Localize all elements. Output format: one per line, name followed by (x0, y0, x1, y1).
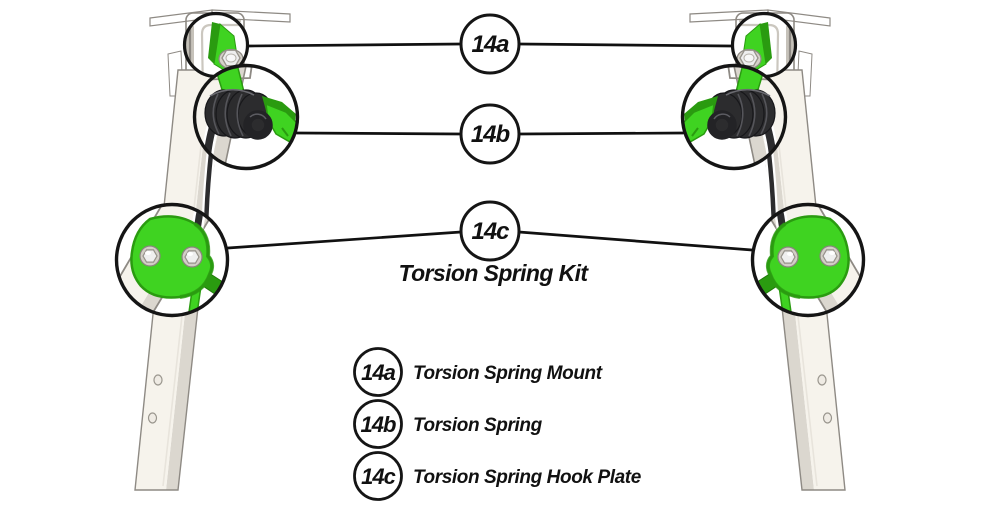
callout-badge-14c: 14c (459, 200, 521, 262)
callout-badge-14c-label: 14c (471, 218, 509, 245)
legend-row-14a: 14a Torsion Spring Mount (353, 347, 603, 397)
plate-bolt (139, 245, 161, 267)
leader-line-14a-right (517, 42, 733, 48)
legend-badge-14b (353, 399, 403, 449)
legend-name-14c: Torsion Spring Hook Plate (413, 467, 642, 488)
leg-hole (147, 412, 158, 424)
leader-line-14a-left (247, 42, 463, 48)
leg-hole (153, 374, 163, 386)
callout-badge-14a-label: 14a (471, 31, 509, 58)
legend-badge-14c (353, 451, 403, 501)
torsion-spring-art (194, 65, 298, 169)
legend-badge-14c-label: 14c (361, 464, 395, 489)
legend-row-14c: 14c Torsion Spring Hook Plate (353, 451, 642, 501)
magnifier-callout-hook-plate (114, 202, 230, 318)
legend-badge-14a-label: 14a (361, 360, 395, 385)
leader-line-14c-right (517, 230, 754, 252)
callout-badge-14a: 14a (459, 13, 521, 75)
legend-badge-14b-label: 14b (361, 412, 396, 437)
leader-line-14c-left (226, 230, 463, 250)
legend-badge-14a (353, 347, 403, 397)
leader-line-14b-right (517, 131, 685, 136)
magnifier-callout-spring (192, 63, 300, 171)
magnifier-callout-mount (182, 11, 250, 79)
right-leg-assembly (682, 10, 888, 490)
legend-name-14b: Torsion Spring (413, 415, 543, 436)
callout-badge-14b: 14b (459, 103, 521, 165)
left-leg-assembly (114, 9, 300, 491)
leader-line-14b-left (295, 131, 463, 136)
legend-name-14a: Torsion Spring Mount (413, 363, 603, 384)
diagram-title: Torsion Spring Kit (399, 260, 590, 286)
callout-badge-14b-label: 14b (471, 121, 510, 148)
plate-bolt (181, 246, 203, 268)
legend: 14a Torsion Spring Mount 14b Torsion Spr… (353, 347, 642, 501)
legend-row-14b: 14b Torsion Spring (353, 399, 543, 449)
